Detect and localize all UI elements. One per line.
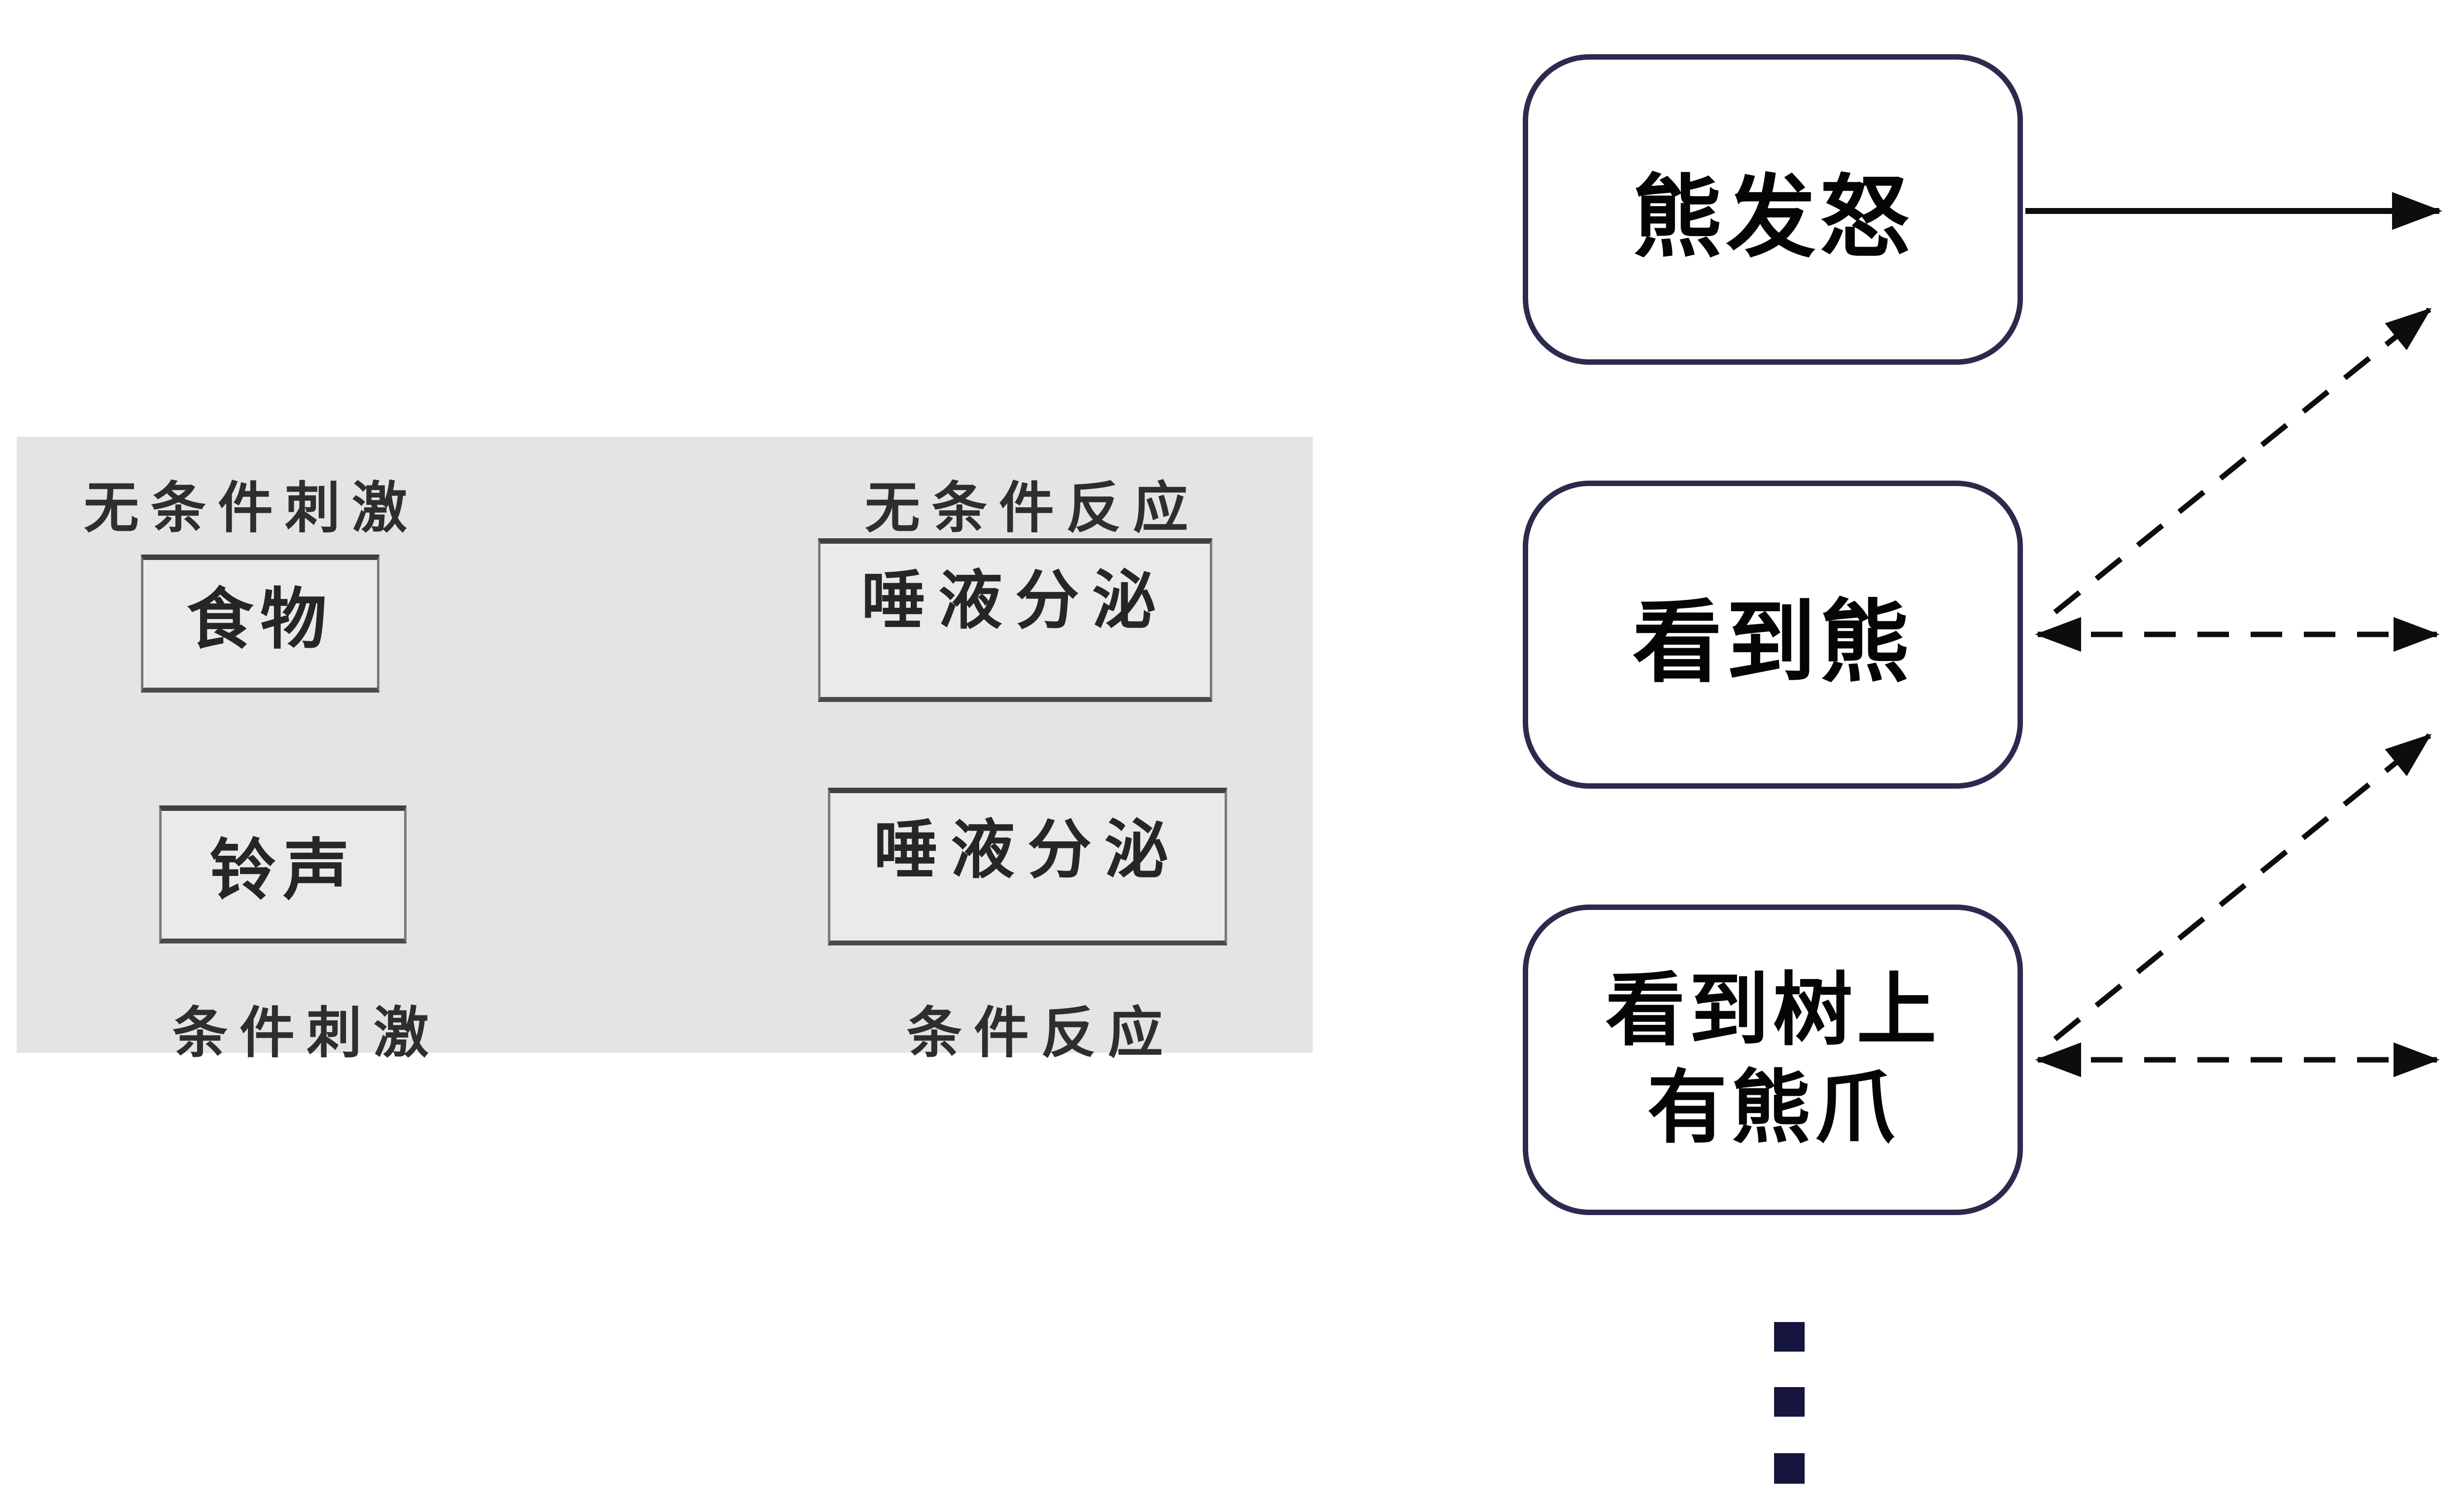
- box-bell: 铃声: [159, 805, 407, 943]
- pavlov-conditioning-panel: 无条件刺激 无条件反应 食物 唾液分泌 铃声 唾液分泌 条件刺激 条件反应: [17, 437, 1313, 1065]
- box-food-label: 食物: [187, 581, 334, 658]
- box-salivation-top: 唾液分泌: [818, 538, 1212, 702]
- box-bear-angry-label: 熊发怒: [1632, 165, 1914, 270]
- box-see-claws-line1: 看到树上: [1605, 964, 1941, 1057]
- box-see-claws-line2: 有熊爪: [1647, 1062, 1899, 1154]
- box-see-bear-label: 看到熊: [1632, 590, 1914, 695]
- label-unconditioned-stimulus: 无条件刺激: [84, 476, 419, 540]
- ellipsis-left-icon: [1774, 1322, 1805, 1484]
- box-bear-angry: 熊发怒: [1523, 54, 2023, 365]
- label-conditioned-response: 条件反应: [907, 1001, 1175, 1065]
- arrow-seebear-to-reward-diagonal: [2053, 307, 2432, 615]
- box-salivation-top-label: 唾液分泌: [861, 563, 1169, 638]
- arrow-seeclaws-to-vnext-diagonal: [2053, 733, 2432, 1042]
- box-food: 食物: [141, 555, 379, 693]
- box-salivation-bottom: 唾液分泌: [828, 788, 1227, 945]
- box-salivation-bottom-label: 唾液分泌: [873, 812, 1181, 887]
- label-conditioned-stimulus: 条件刺激: [172, 1001, 441, 1065]
- box-bell-label: 铃声: [209, 832, 356, 909]
- box-see-bear: 看到熊: [1523, 481, 2023, 789]
- box-see-claws: 看到树上 有熊爪: [1523, 905, 2023, 1215]
- label-unconditioned-response: 无条件反应: [865, 476, 1200, 540]
